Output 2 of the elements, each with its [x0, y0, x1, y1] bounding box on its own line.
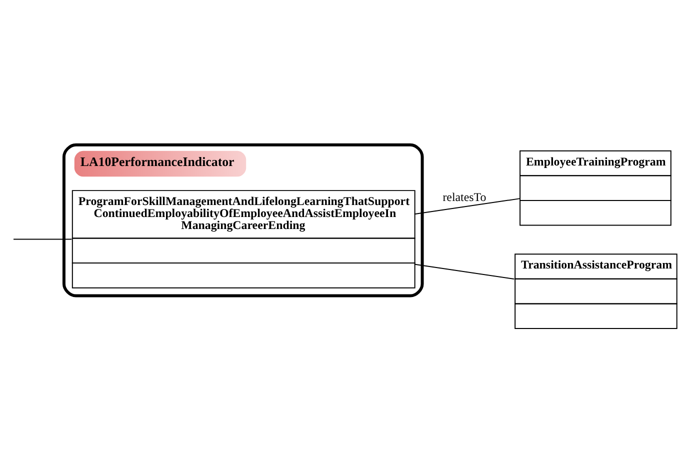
- edge-label: relatesTo: [442, 190, 486, 204]
- connector: [13, 238, 72, 240]
